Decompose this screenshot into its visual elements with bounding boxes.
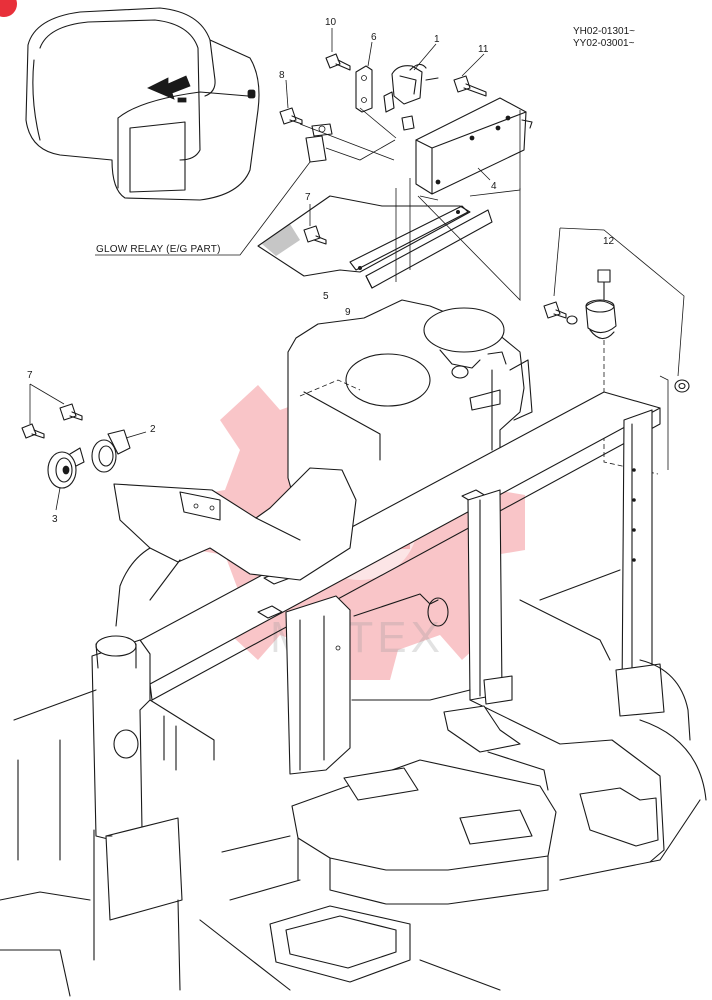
callout-8: 8	[279, 70, 285, 81]
bolt-10	[325, 28, 351, 71]
callout-10: 10	[325, 17, 337, 28]
plate-4	[415, 97, 533, 195]
engine-hood-illustration	[25, 7, 260, 201]
callout-7-upper: 7	[305, 192, 311, 203]
callout-4: 4	[491, 181, 497, 192]
callout-7-lower: 7	[27, 370, 33, 381]
glow-relay-part: GLOW RELAY (E/G PART)	[95, 123, 396, 256]
callout-9: 9	[345, 307, 351, 318]
callout-labels: 10 6 1 11 8 4 7 5 9 12 7 2 3	[27, 17, 615, 525]
callout-1: 1	[434, 34, 440, 45]
bracket-6	[355, 41, 373, 113]
machine-frame	[0, 299, 707, 997]
bolt-7-upper	[303, 204, 327, 245]
callout-11: 11	[478, 44, 489, 55]
serial-1: YH02-01301~	[573, 26, 635, 37]
serial-block: YH02-01301~ YY02-03001~	[573, 26, 635, 49]
serial-2: YY02-03001~	[573, 38, 635, 49]
bracket-5-9	[257, 178, 493, 289]
relay-1	[383, 43, 439, 131]
sender-12	[543, 227, 690, 475]
glow-relay-caption: GLOW RELAY (E/G PART)	[96, 244, 221, 255]
horn-assembly	[21, 383, 147, 511]
callout-6: 6	[371, 32, 377, 43]
bolt-11	[453, 53, 487, 97]
callout-5: 5	[323, 291, 329, 302]
bolt-8	[279, 79, 303, 125]
leader-lines	[299, 107, 521, 201]
callout-12: 12	[603, 236, 615, 247]
corner-badge	[0, 0, 17, 17]
leader-line	[417, 188, 521, 301]
callout-2: 2	[150, 424, 156, 435]
callout-3: 3	[52, 514, 58, 525]
